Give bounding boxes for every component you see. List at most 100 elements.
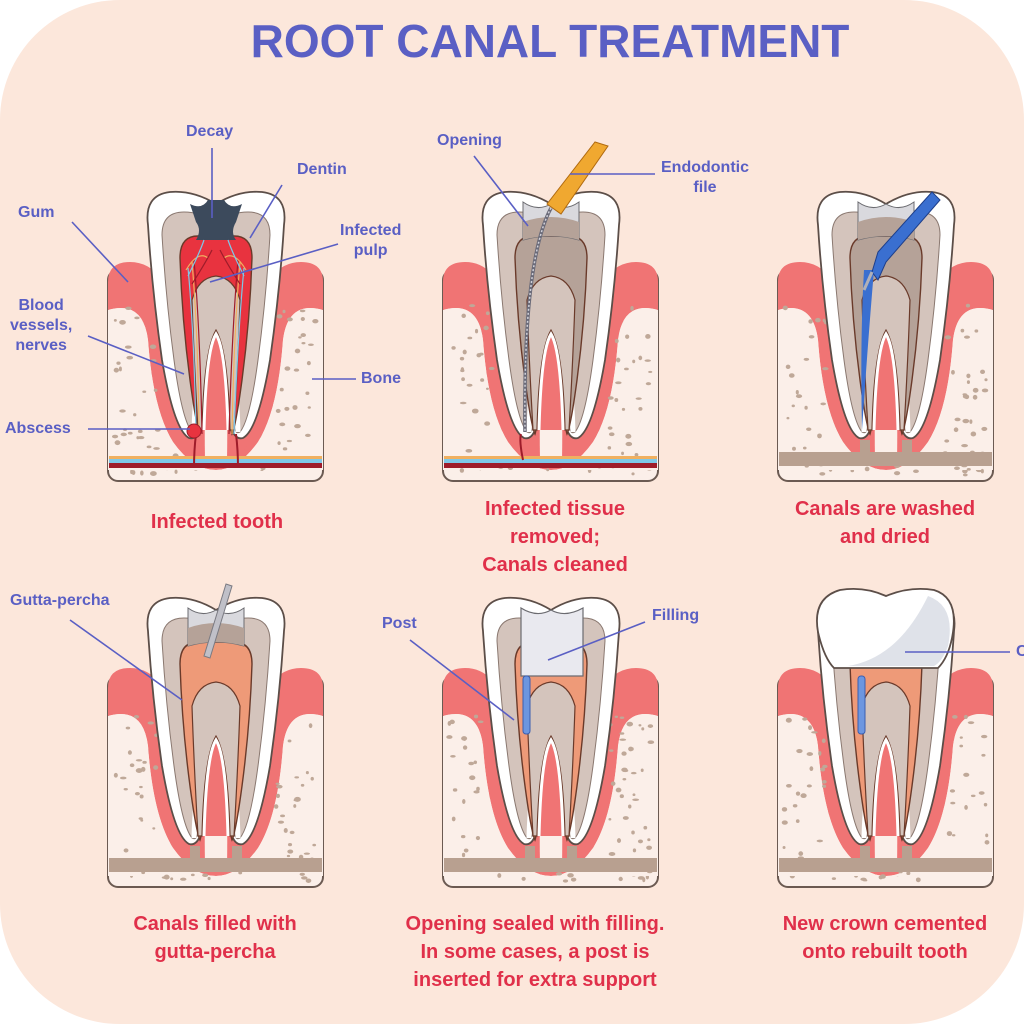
bone-dot: [862, 879, 868, 882]
bone-dot: [277, 441, 281, 446]
bone-dot: [292, 405, 298, 410]
bone-dot: [280, 814, 286, 818]
bone-dot: [970, 794, 976, 798]
bone-dot: [562, 879, 569, 883]
bone-dot: [459, 468, 465, 473]
bone-dot: [275, 782, 280, 785]
caption-line: Canals cleaned: [482, 554, 628, 576]
bone-dot: [521, 876, 526, 881]
caption-line: and dried: [839, 526, 930, 548]
bone-dot: [298, 336, 302, 339]
bone-dot: [460, 367, 465, 373]
leader-gutta-percha: [69, 619, 183, 701]
label-endodontic-file: Endodontic file: [661, 158, 749, 198]
bone-dot: [279, 422, 286, 427]
bone-dot: [822, 367, 829, 371]
bone-dot: [647, 740, 655, 744]
bone-dot: [806, 752, 814, 756]
bone-dot: [133, 714, 140, 719]
bone-dot: [631, 830, 635, 835]
bone-dot: [625, 334, 630, 339]
bone-dot: [301, 341, 306, 345]
bone-dot: [637, 839, 643, 844]
bone-dot: [981, 388, 989, 393]
bone-dot: [137, 429, 143, 434]
bone-dot: [111, 434, 119, 439]
bone-dot: [277, 820, 285, 824]
bone-dot: [969, 419, 973, 424]
bone-dot: [607, 446, 612, 450]
bone-dot: [152, 827, 156, 830]
label-line: file: [693, 179, 717, 196]
bone-dot: [635, 397, 642, 400]
bone-strip: [109, 858, 322, 872]
bone-dot: [123, 848, 129, 853]
bone-dot: [645, 334, 651, 339]
bone-dot: [113, 367, 120, 373]
bone-dot: [819, 472, 826, 476]
bone-dot: [965, 303, 971, 308]
bone-dot: [619, 732, 625, 735]
bone-dot: [461, 313, 466, 318]
root-gap: [537, 331, 565, 431]
bone-dot: [622, 769, 629, 773]
bone-dot: [792, 804, 798, 808]
label-dentin: Dentin: [297, 161, 347, 178]
nerve-strip: [444, 456, 657, 459]
root-gap: [537, 737, 565, 837]
bone-dot: [985, 833, 989, 838]
root-gap: [202, 737, 230, 837]
caption-line: onto rebuilt tooth: [802, 941, 968, 963]
vessel: [231, 261, 241, 435]
bone-dot: [791, 404, 795, 408]
bone-dot: [962, 418, 970, 424]
label-abscess: Abscess: [5, 420, 71, 437]
bone-dot: [800, 793, 807, 799]
bone-dot: [474, 328, 479, 334]
bone-fill: [108, 714, 323, 876]
bone-dot: [980, 369, 986, 375]
label-line: Endodontic: [661, 159, 749, 176]
bone-dot: [963, 772, 970, 777]
bone-dot: [607, 396, 614, 400]
bone-dot: [287, 739, 292, 743]
bone-dot: [608, 851, 616, 856]
bone-dot: [300, 316, 305, 321]
bone-dot: [795, 819, 800, 823]
bone-dot: [300, 333, 306, 338]
bone-dot: [643, 825, 648, 830]
post: [857, 675, 866, 735]
bone-dot: [467, 336, 473, 340]
bone-dot: [618, 876, 623, 882]
bone-dot: [478, 352, 484, 356]
bone-dot: [303, 852, 311, 855]
bone-dot: [450, 755, 456, 758]
abscess: [186, 423, 202, 439]
bone-dot: [802, 717, 808, 721]
inner-dentin: [526, 681, 576, 837]
bone-dot: [785, 717, 792, 723]
bone-dot: [301, 876, 308, 880]
bone-dot: [174, 469, 178, 474]
bone-dot: [614, 715, 619, 719]
label-post: Post: [382, 615, 417, 632]
tooth-panel-infected: [107, 190, 324, 482]
bone-dot: [961, 444, 968, 448]
bone-dot: [951, 834, 956, 837]
bone-dot: [962, 393, 967, 399]
bone-dot: [279, 387, 284, 392]
bone-dot: [644, 359, 651, 362]
bone-dot: [465, 448, 473, 453]
bone-dot: [546, 468, 550, 472]
bone-fill: [443, 308, 658, 470]
bone-dot: [170, 877, 174, 881]
syringe-tip: [862, 271, 874, 291]
bone-dot: [310, 776, 314, 781]
bone-dot: [959, 744, 964, 748]
bone-dot: [483, 325, 489, 331]
access-floor: [523, 217, 579, 240]
nerve-strip: [109, 456, 322, 459]
bone-dot: [963, 714, 968, 720]
bone-dot: [630, 747, 634, 751]
bone-dot: [293, 804, 297, 808]
